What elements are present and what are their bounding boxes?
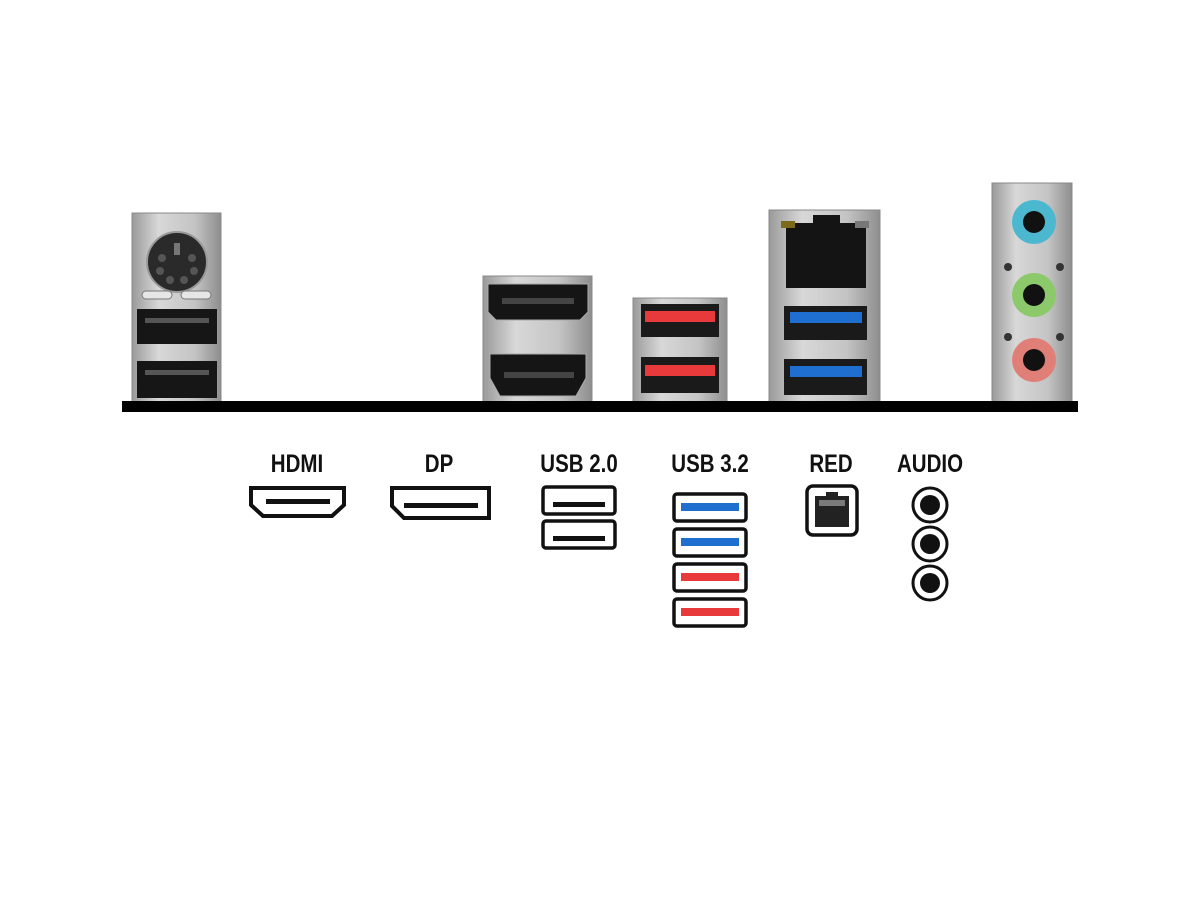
audio-jacks-icon (911, 486, 949, 602)
label-usb2: USB 2.0 (540, 450, 618, 478)
lan-icon (805, 484, 859, 537)
label-audio: AUDIO (896, 450, 964, 478)
dp-hdmi-block (482, 275, 593, 404)
usb32-port-tongue-blue (681, 503, 739, 511)
usb2-port (137, 361, 217, 398)
usb32-icon (672, 492, 748, 628)
displayport-icon (390, 486, 491, 520)
usb32-port-tongue-blue (681, 538, 739, 546)
audio-block (991, 182, 1073, 404)
usb32-port-tongue-red (681, 573, 739, 581)
label-dp: DP (424, 450, 454, 478)
lan-usb3-block (768, 209, 881, 404)
ps2-port-icon (146, 231, 208, 293)
rj45-port (786, 215, 866, 288)
ps2-usb-block (131, 212, 222, 404)
label-red: RED (809, 450, 853, 478)
usb2-port (137, 309, 217, 344)
label-usb32: USB 3.2 (671, 450, 749, 478)
usb-red-block (632, 297, 728, 404)
label-hdmi: HDMI (270, 450, 324, 478)
baseline-bar (122, 401, 1078, 412)
hdmi-icon (249, 486, 346, 518)
usb2-icon (541, 485, 617, 550)
usb32-port-tongue-red (681, 608, 739, 616)
